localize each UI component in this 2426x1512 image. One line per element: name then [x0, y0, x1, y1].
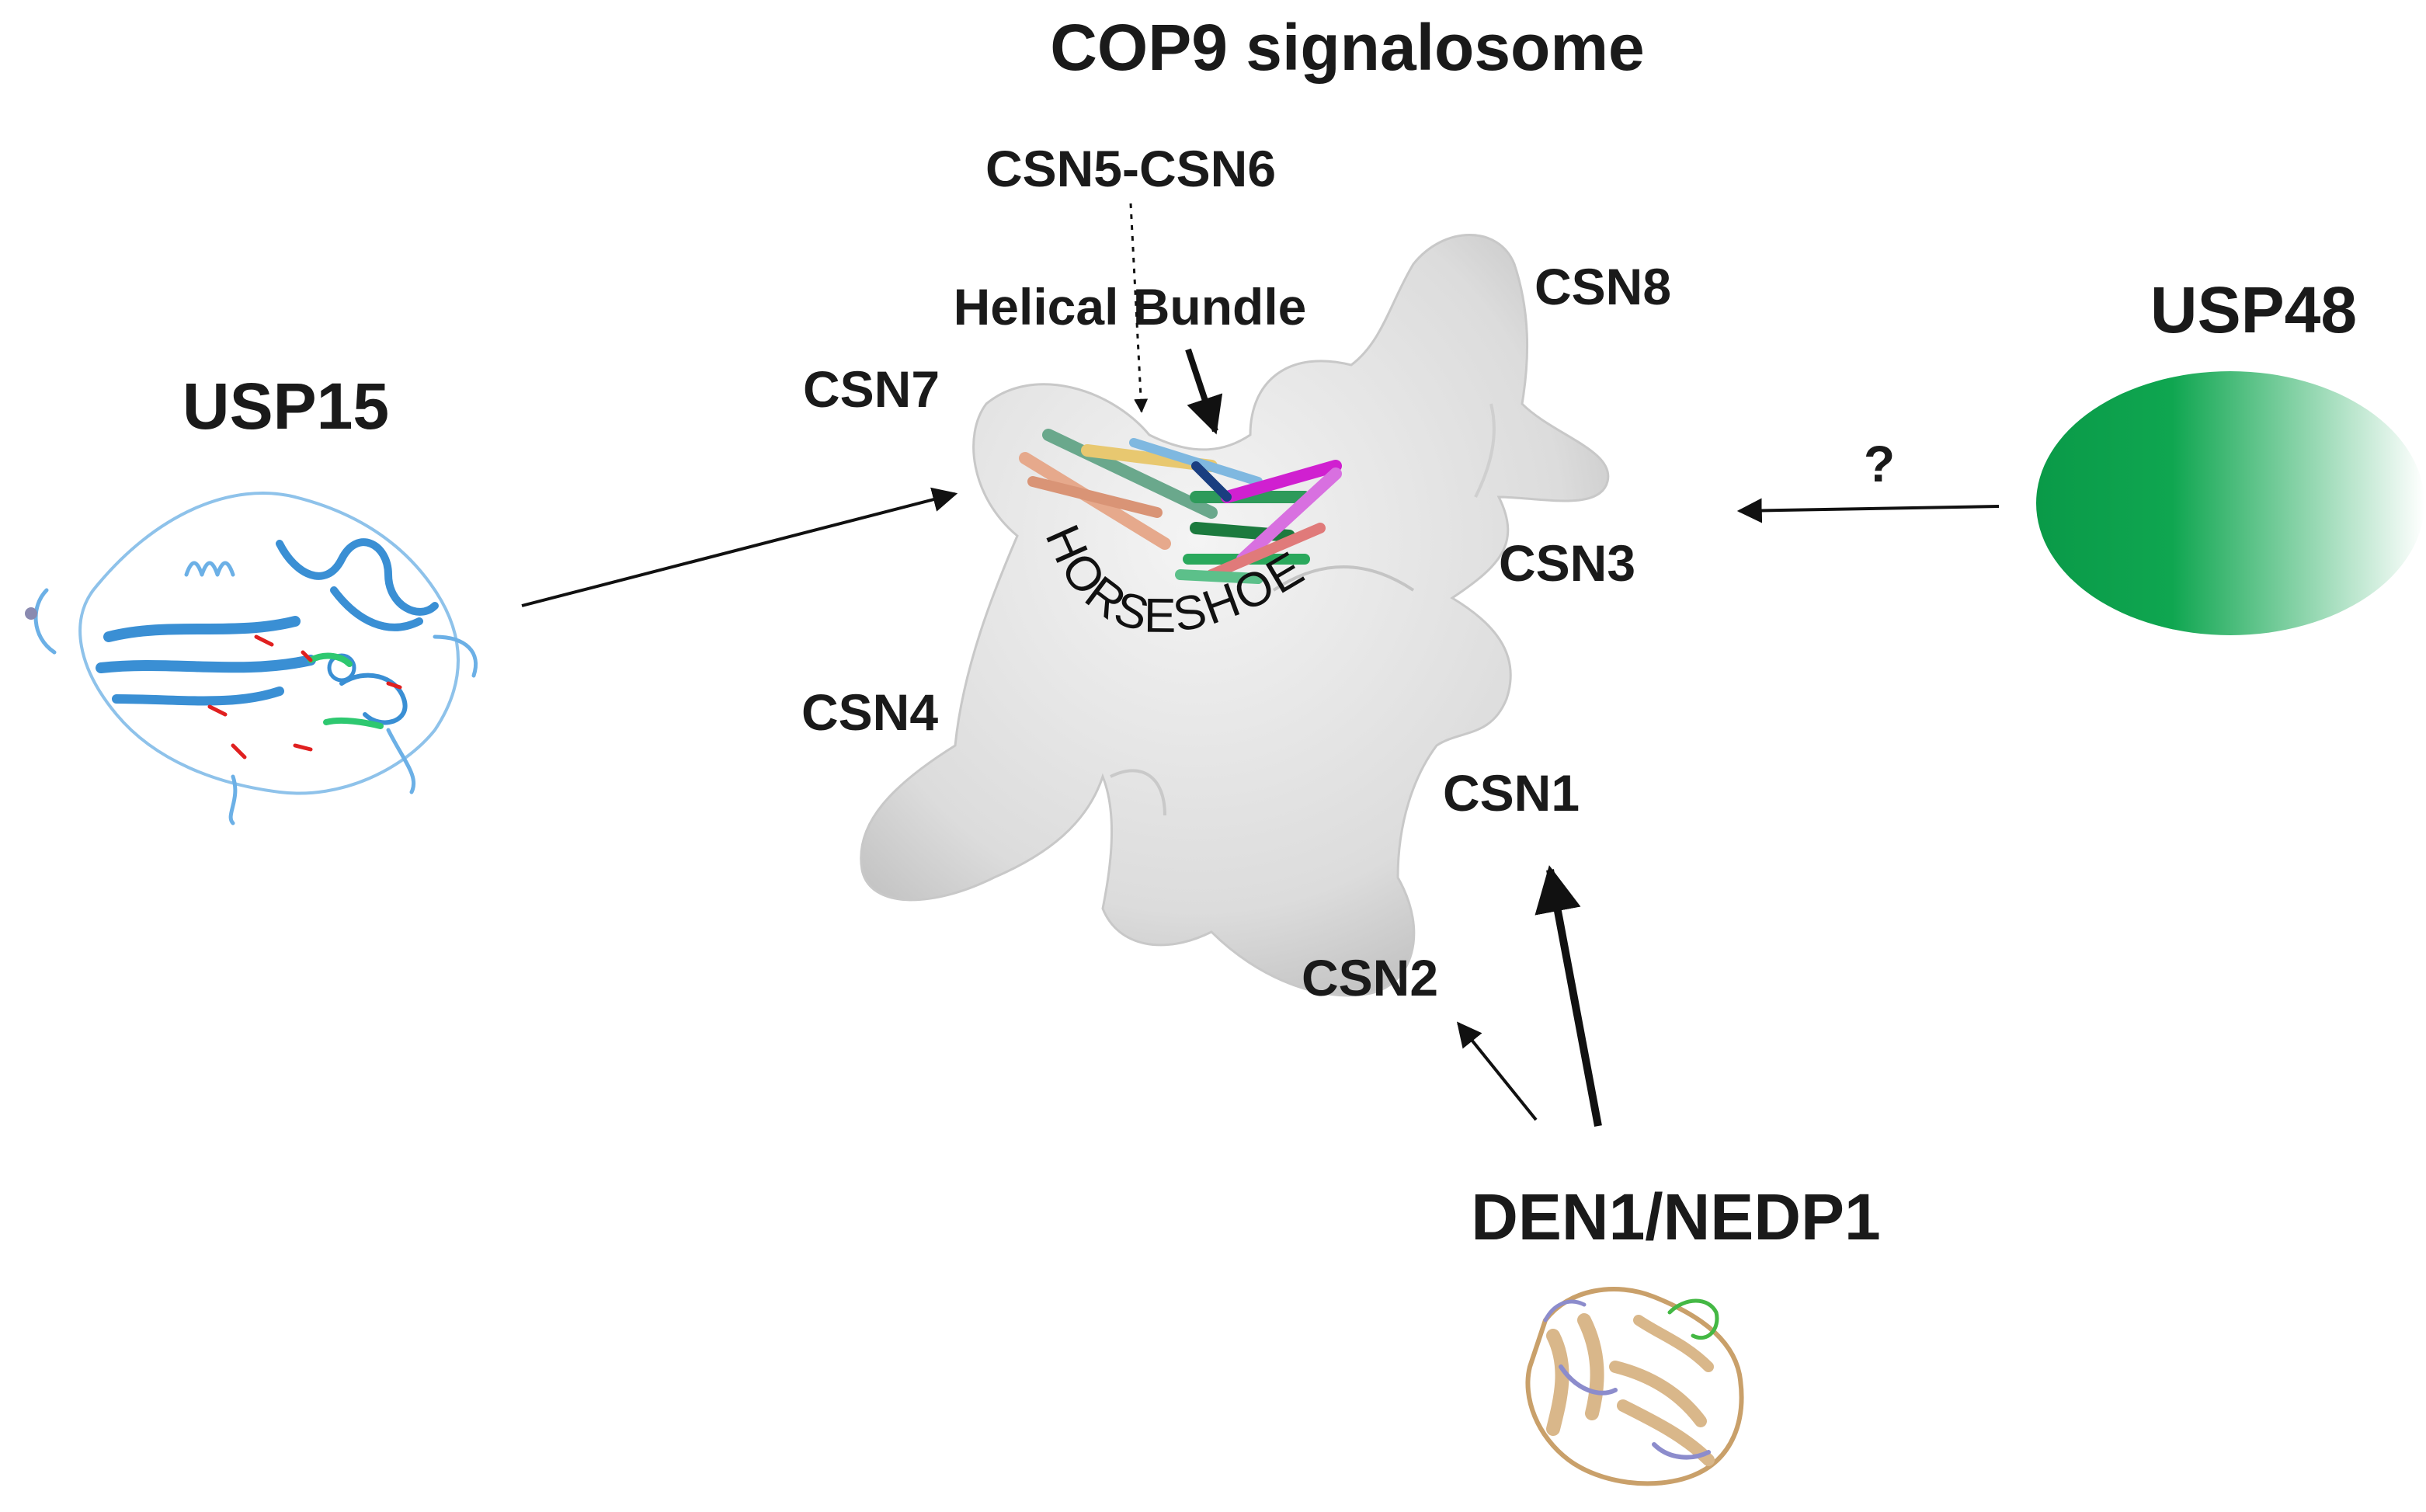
- label-csn1: CSN1: [1443, 764, 1580, 822]
- usp15-label: USP15: [182, 370, 389, 443]
- usp48-label: USP48: [2150, 273, 2357, 346]
- usp15-arrow: [521, 487, 958, 607]
- den1-label: DEN1/NEDP1: [1471, 1180, 1881, 1253]
- label-csn3: CSN3: [1499, 534, 1635, 592]
- usp48-question-mark: ?: [1864, 435, 1895, 492]
- den1-to-csn2-arrow: [1456, 1021, 1538, 1121]
- den1-to-csn1-arrow: [1534, 865, 1602, 1127]
- label-helical-bundle: Helical Bundle: [954, 278, 1307, 335]
- label-csn8: CSN8: [1534, 258, 1671, 315]
- diagram-title: COP9 signalosome: [1050, 11, 1645, 84]
- label-csn5-csn6: CSN5-CSN6: [985, 140, 1276, 197]
- label-csn7: CSN7: [803, 360, 940, 418]
- den1-structure-icon: [1525, 1287, 1744, 1486]
- csn5-csn6-pointer: [1129, 203, 1149, 413]
- label-csn4: CSN4: [801, 683, 938, 741]
- label-csn2: CSN2: [1302, 949, 1438, 1006]
- usp15-structure-icon: [25, 492, 478, 826]
- helical-bundle-arrow: [1185, 348, 1223, 435]
- usp48-arrow: [1736, 498, 2000, 523]
- helical-bundle-rods: [1019, 429, 1342, 584]
- cop9-complex-shape: [860, 234, 1610, 997]
- usp48-shape: [2036, 371, 2424, 635]
